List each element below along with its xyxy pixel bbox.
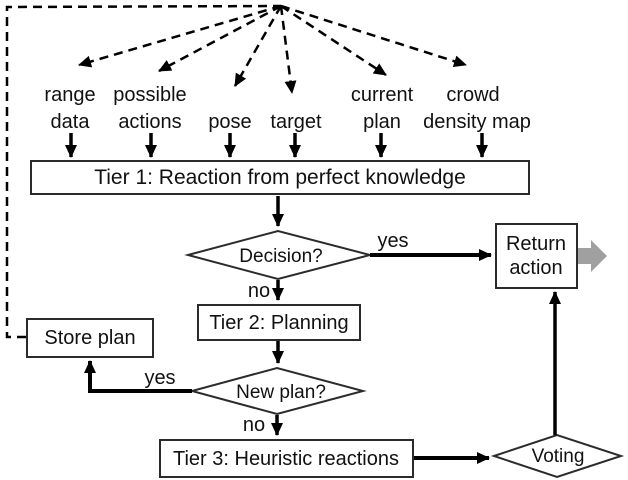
tier1-label: Tier 1: Reaction from perfect knowledge — [94, 166, 466, 189]
return-action-label-line1: Return — [506, 233, 566, 255]
input-labels: range data possible actions pose target … — [44, 84, 531, 133]
input-label-density-map: density map — [423, 111, 531, 133]
output-block-arrow-icon — [578, 240, 607, 272]
feedback-loop-dashed-line — [5, 4, 282, 339]
return-action-box — [495, 223, 578, 289]
new-plan-diamond — [188, 366, 367, 416]
dashed-arrow-range-data — [78, 4, 282, 68]
tier2-box — [197, 304, 361, 341]
dashed-arrow-target — [279, 5, 297, 94]
voting-label: Voting — [532, 446, 585, 467]
input-label-current: current — [351, 84, 414, 106]
input-arrows — [65, 133, 488, 158]
input-label-target: target — [270, 111, 322, 133]
dashed-arrow-possible-actions — [158, 4, 282, 73]
tier3-box — [159, 439, 414, 478]
tier3-label: Tier 3: Heuristic reactions — [173, 448, 399, 470]
input-label-actions: actions — [118, 111, 181, 133]
new-plan-yes-label: yes — [144, 367, 175, 389]
tier2-label: Tier 2: Planning — [209, 312, 348, 334]
decision-label: Decision? — [239, 246, 322, 267]
decision-yes-label: yes — [377, 230, 408, 252]
input-fan-arrows — [78, 4, 467, 94]
tier1-box — [30, 160, 530, 195]
input-label-plan: plan — [363, 111, 401, 133]
dashed-arrow-current-plan — [280, 4, 387, 77]
dashed-arrow-pose — [233, 5, 283, 87]
decision-no-label: no — [248, 280, 270, 302]
store-plan-box — [26, 318, 154, 358]
input-label-data: data — [51, 111, 91, 133]
new-plan-no-label: no — [243, 414, 265, 436]
dashed-arrow-crowd-density-map — [280, 4, 467, 68]
input-label-range: range — [44, 84, 95, 106]
arrow-newplan-to-storeplan — [84, 360, 192, 393]
input-label-possible: possible — [113, 84, 186, 106]
new-plan-label: New plan? — [236, 382, 326, 403]
input-label-crowd: crowd — [446, 84, 499, 106]
voting-diamond — [490, 433, 625, 479]
store-plan-label: Store plan — [44, 327, 135, 349]
return-action-label-line2: action — [509, 257, 562, 279]
input-label-pose: pose — [208, 111, 251, 133]
